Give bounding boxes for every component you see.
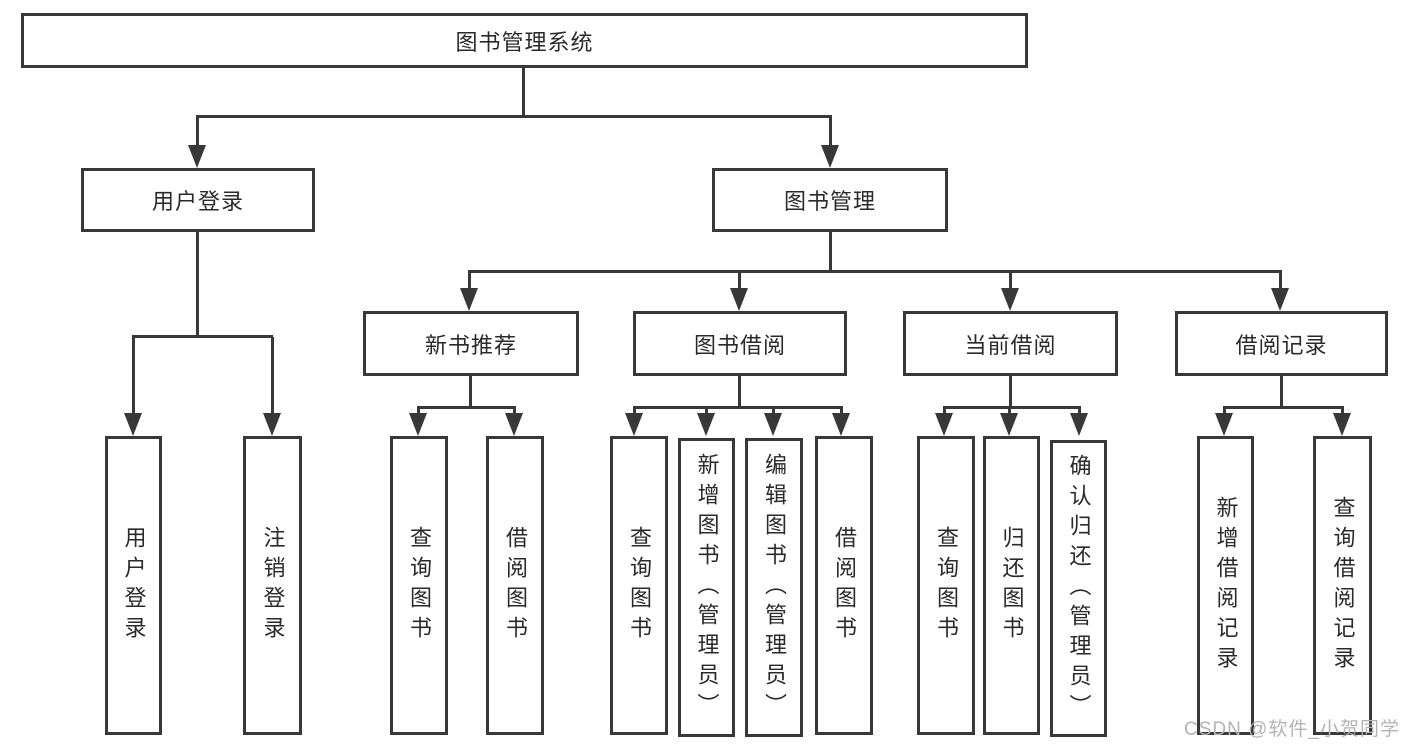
arrow-down-icon	[1271, 288, 1289, 311]
connector-line	[840, 408, 843, 414]
leaf-label: 编辑图书（管理员）	[762, 452, 787, 723]
leaf-edit-book-admin: 编辑图书（管理员）	[745, 438, 803, 737]
leaf-borrow-book-2: 借阅图书	[815, 436, 873, 735]
node-book-management: 图书管理	[712, 168, 948, 232]
leaf-label: 用户登录	[121, 525, 147, 646]
node-label: 图书管理	[783, 189, 876, 214]
connector-line	[417, 406, 516, 409]
leaf-return-book: 归还图书	[983, 436, 1040, 735]
connector-line	[738, 272, 741, 289]
connector-line	[1078, 408, 1081, 414]
node-user-login: 用户登录	[81, 168, 315, 232]
node-current-borrow: 当前借阅	[903, 311, 1118, 376]
connector-line	[829, 232, 832, 273]
connector-line	[1223, 408, 1226, 414]
node-label: 当前借阅	[964, 332, 1057, 358]
arrow-down-icon	[505, 413, 523, 436]
connector-line	[1341, 408, 1344, 414]
arrow-down-icon	[1001, 288, 1019, 311]
connector-line	[271, 337, 274, 414]
arrow-down-icon	[188, 145, 206, 168]
arrow-down-icon	[832, 413, 850, 436]
csdn-watermark: CSDN @软件_小贺同学	[1184, 719, 1400, 740]
leaf-user-login: 用户登录	[105, 436, 162, 735]
node-label: 图书借阅	[693, 332, 786, 358]
connector-line	[633, 406, 843, 409]
leaf-label: 查询图书	[627, 525, 652, 646]
arrow-down-icon	[1070, 413, 1088, 436]
connector-line	[513, 408, 516, 414]
arrow-down-icon	[625, 413, 643, 436]
node-label: 用户登录	[151, 189, 244, 214]
connector-line	[132, 337, 135, 414]
node-label: 新书推荐	[424, 332, 517, 358]
connector-line	[1279, 272, 1282, 289]
connector-line	[132, 335, 273, 338]
node-book-borrow: 图书借阅	[633, 311, 847, 376]
leaf-borrow-book-1: 借阅图书	[486, 436, 544, 735]
arrow-down-icon	[1333, 413, 1351, 436]
node-library-management-system: 图书管理系统	[21, 13, 1028, 68]
leaf-add-book-admin: 新增图书（管理员）	[678, 438, 735, 737]
connector-line	[196, 232, 199, 338]
node-borrow-record: 借阅记录	[1175, 311, 1388, 376]
arrow-down-icon	[263, 413, 281, 436]
leaf-label: 新增借阅记录	[1213, 495, 1239, 676]
connector-line	[1223, 406, 1344, 409]
connector-line	[1009, 376, 1012, 408]
arrow-down-icon	[764, 413, 782, 436]
arrow-down-icon	[697, 413, 715, 436]
connector-line	[943, 408, 946, 414]
leaf-query-book-3: 查询图书	[917, 436, 975, 735]
node-label: 借阅记录	[1235, 332, 1328, 358]
leaf-query-book-1: 查询图书	[390, 436, 448, 735]
leaf-label: 借阅图书	[503, 525, 528, 646]
connector-line	[468, 272, 471, 289]
leaf-label: 借阅图书	[832, 525, 857, 646]
leaf-query-book-2: 查询图书	[610, 436, 668, 735]
leaf-label: 查询图书	[407, 525, 432, 646]
arrow-down-icon	[409, 413, 427, 436]
leaf-label: 新增图书（管理员）	[694, 452, 720, 723]
connector-line	[829, 117, 832, 145]
connector-line	[417, 408, 420, 414]
arrow-down-icon	[1215, 413, 1233, 436]
arrow-down-icon	[821, 145, 839, 168]
connector-line	[705, 408, 708, 414]
arrow-down-icon	[124, 413, 142, 436]
leaf-label: 归还图书	[999, 525, 1025, 646]
arrow-down-icon	[460, 288, 478, 311]
node-label: 图书管理系统	[455, 29, 594, 55]
connector-line	[772, 408, 775, 414]
connector-line	[522, 68, 525, 117]
leaf-label: 查询借阅记录	[1330, 495, 1356, 676]
connector-line	[633, 408, 636, 414]
connector-line	[1008, 408, 1011, 414]
leaf-query-borrow-record: 查询借阅记录	[1313, 436, 1372, 735]
leaf-label: 确认归还（管理员）	[1066, 453, 1092, 724]
leaf-label: 查询图书	[934, 525, 959, 646]
leaf-add-borrow-record: 新增借阅记录	[1197, 436, 1254, 735]
leaf-label: 注销登录	[260, 525, 286, 646]
connector-line	[196, 115, 832, 118]
connector-line	[1009, 272, 1012, 289]
connector-line	[469, 376, 472, 408]
connector-line	[196, 117, 199, 145]
connector-line	[1280, 376, 1283, 408]
connector-line	[468, 270, 1282, 273]
arrow-down-icon	[730, 288, 748, 311]
connector-line	[943, 406, 1081, 409]
node-new-book-recommend: 新书推荐	[363, 311, 579, 376]
connector-line	[738, 376, 741, 408]
arrow-down-icon	[935, 413, 953, 436]
leaf-logout: 注销登录	[243, 436, 302, 735]
leaf-confirm-return-admin: 确认归还（管理员）	[1050, 440, 1107, 737]
arrow-down-icon	[1000, 413, 1018, 436]
